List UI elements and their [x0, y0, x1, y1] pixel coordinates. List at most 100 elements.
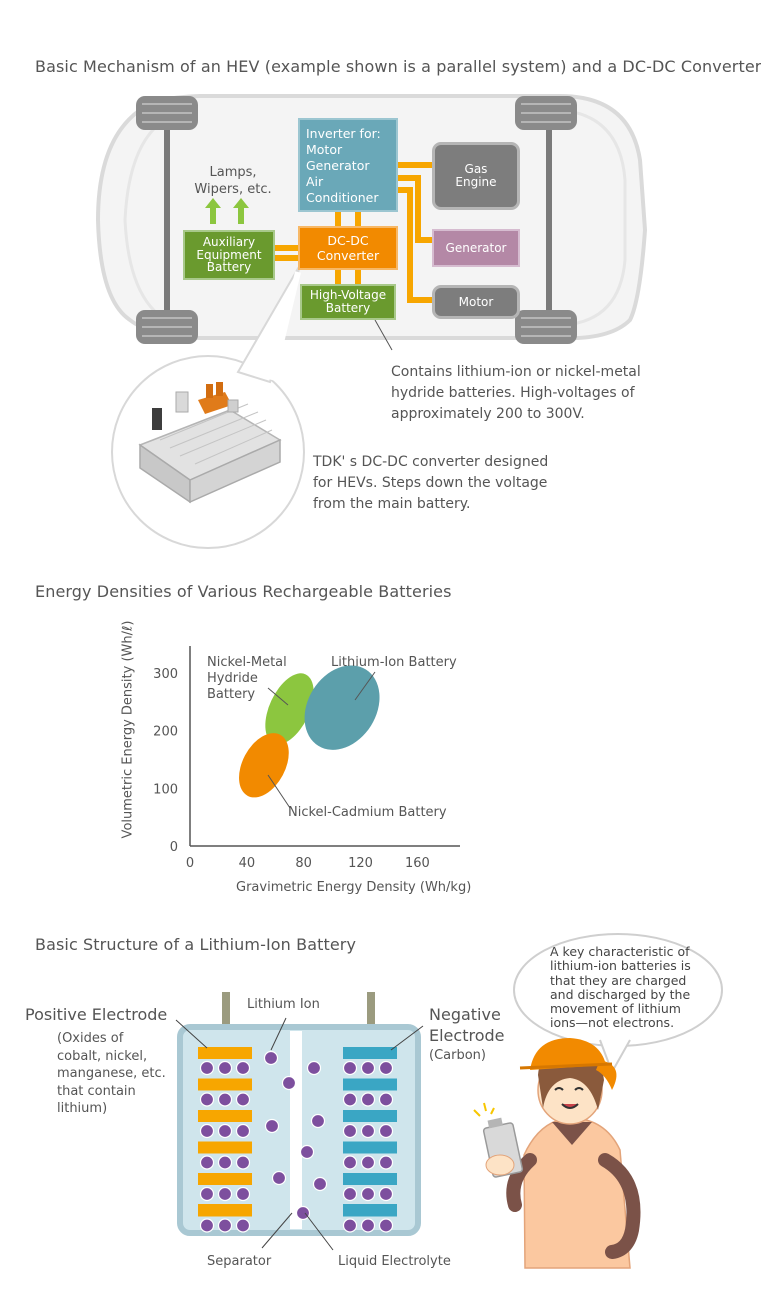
series-ellipse-0 [265, 673, 314, 745]
lithium-ion-dot [312, 1176, 328, 1192]
lithium-ion-dot [342, 1123, 358, 1139]
positive-plate [198, 1047, 252, 1059]
speech-bubble [513, 933, 723, 1075]
energy-density-title: Energy Densities of Various Rechargeable… [35, 582, 452, 601]
negative-electrode-desc: (Carbon) [429, 1048, 486, 1063]
gas-engine-box: Gas Engine [432, 142, 520, 210]
lithium-ion-dot [299, 1144, 315, 1160]
lithium-ion-dot [360, 1186, 376, 1202]
inverter-box: Inverter for: Motor Generator Air Condit… [298, 118, 398, 212]
lithium-ion-dot [199, 1092, 215, 1107]
lithium-ion-dot [199, 1218, 215, 1233]
lithium-ion-dot [378, 1218, 394, 1233]
lithium-ion-dot [378, 1123, 394, 1139]
x-tick-label: 120 [348, 856, 373, 871]
lithium-ion-dot [360, 1218, 376, 1233]
positive-plate [198, 1204, 252, 1216]
liquid-electrolyte-label: Liquid Electrolyte [338, 1254, 451, 1269]
liion-label: Lithium-Ion Battery [331, 655, 457, 670]
lithium-ion-dot [217, 1155, 233, 1170]
x-tick-label: 80 [295, 856, 312, 871]
y-tick-label: 100 [153, 782, 178, 797]
negative-electrode-label: Negative Electrode [429, 1005, 505, 1045]
negative-plate [343, 1047, 397, 1059]
positive-plate [198, 1110, 252, 1122]
lithium-ion-dot [217, 1092, 233, 1107]
lithium-ion-dot [378, 1186, 394, 1202]
lithium-ion-dot [199, 1123, 215, 1139]
lithium-ion-dot [342, 1186, 358, 1202]
lithium-ion-dot [378, 1060, 394, 1076]
lithium-ion-dot [199, 1186, 215, 1202]
positive-electrode-label: Positive Electrode [25, 1005, 168, 1024]
lithium-ion-dot [264, 1118, 280, 1134]
nicd-label: Nickel-Cadmium Battery [288, 805, 447, 820]
positive-plate [198, 1141, 252, 1154]
lithium-ion-dot [235, 1060, 251, 1076]
character-illustration [473, 1038, 641, 1269]
hev-section-title: Basic Mechanism of an HEV (example shown… [35, 57, 761, 76]
lithium-ion-dot [217, 1123, 233, 1139]
lithium-ion-dot [217, 1218, 233, 1233]
lithium-ion-dot [342, 1218, 358, 1233]
lithium-ion-dot [378, 1155, 394, 1170]
lithium-ion-dot [235, 1123, 251, 1139]
separator-label: Separator [207, 1254, 272, 1269]
lithium-ion-dot [360, 1123, 376, 1139]
nimh-pointer [267, 687, 289, 706]
negative-plate [343, 1173, 397, 1185]
series-ellipse-2 [239, 733, 289, 798]
lithium-ion-dot [263, 1050, 279, 1066]
lithium-ion-dot [360, 1092, 376, 1107]
lithium-ion-dot [271, 1170, 287, 1186]
lithium-ion-dot [342, 1155, 358, 1170]
positive-plate [198, 1173, 252, 1185]
lithium-ion-dot [342, 1060, 358, 1076]
y-tick-label: 0 [170, 840, 178, 855]
series-ellipse-1 [304, 665, 380, 750]
y-tick-label: 300 [153, 667, 178, 682]
lithium-ion-dot [217, 1186, 233, 1202]
positive-plate [198, 1078, 252, 1091]
high-voltage-note: Contains lithium-ion or nickel-metal hyd… [391, 364, 641, 422]
speech-text: A key characteristic of lithium-ion batt… [550, 944, 691, 1031]
lithium-ion-dot [235, 1186, 251, 1202]
auxiliary-battery-box: Auxiliary Equipment Battery [183, 230, 275, 280]
x-tick-label: 0 [186, 856, 194, 871]
lithium-ion-dot [310, 1113, 326, 1129]
nimh-label: Nickel-Metal Hydride Battery [207, 655, 287, 702]
dcdc-converter-device [138, 382, 282, 504]
lithium-ion-dot [235, 1218, 251, 1233]
generator-box: Generator [432, 229, 520, 267]
motor-box: Motor [432, 285, 520, 319]
x-tick-label: 40 [239, 856, 256, 871]
negative-plate [343, 1204, 397, 1216]
lithium-ion-dot [199, 1155, 215, 1170]
x-tick-label: 160 [405, 856, 430, 871]
negative-plate [343, 1078, 397, 1091]
lithium-ion-dot [360, 1060, 376, 1076]
lithium-ion-dot [306, 1060, 322, 1076]
lithium-ion-dot [235, 1155, 251, 1170]
lithium-ion-dot [360, 1155, 376, 1170]
lithium-ion-dot [342, 1092, 358, 1107]
lithium-ion-dot [378, 1092, 394, 1107]
positive-electrode-desc: (Oxides of cobalt, nickel, manganese, et… [57, 1031, 166, 1116]
nicd-pointer [267, 774, 291, 809]
y-tick-label: 200 [153, 725, 178, 740]
lithium-ion-dot [281, 1075, 297, 1091]
tdk-converter-note: TDK' s DC-DC converter designed for HEVs… [313, 454, 549, 512]
energy-density-chart: 0 40 80 120 160 0 100 200 300 [153, 646, 460, 871]
lithium-ion-label: Lithium Ion [247, 997, 320, 1012]
lithium-ion-dot [295, 1205, 311, 1221]
lithium-ion-dot [235, 1092, 251, 1107]
high-voltage-battery-box: High-Voltage Battery [300, 284, 396, 320]
lithium-ion-dot [217, 1060, 233, 1076]
negative-plate [343, 1141, 397, 1154]
negative-plate [343, 1110, 397, 1122]
liion-pointer [354, 671, 376, 701]
lamps-label: Lamps, Wipers, etc. [194, 165, 272, 197]
x-axis-label: Gravimetric Energy Density (Wh/kg) [236, 880, 472, 895]
liion-structure-title: Basic Structure of a Lithium-Ion Battery [35, 935, 357, 954]
